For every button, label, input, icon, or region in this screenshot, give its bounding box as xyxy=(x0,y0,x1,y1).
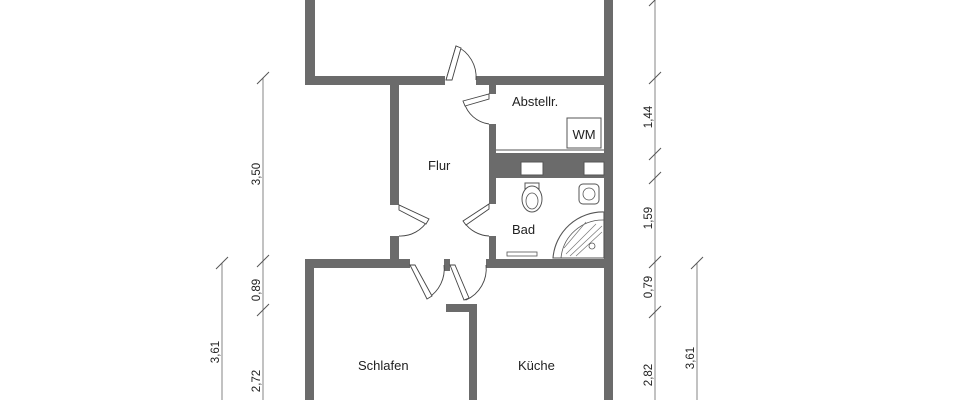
door-kueche-arc xyxy=(451,264,487,301)
wall-bad-left-lower xyxy=(489,236,496,263)
dim-label-left-inner-mid: 0,89 xyxy=(251,279,263,301)
wall-top-right-vertical xyxy=(604,0,613,85)
wall-abstell-left-upper xyxy=(489,82,496,94)
room-label-flur: Flur xyxy=(428,158,451,173)
wall-flur-left-upper xyxy=(390,82,399,205)
wall-top-left-vertical xyxy=(305,0,315,82)
room-label-bad: Bad xyxy=(512,222,535,237)
door-left-leaf xyxy=(398,204,430,225)
washing-machine-icon xyxy=(566,117,602,149)
wall-right-bad xyxy=(604,156,613,264)
door-schlafen-leaf xyxy=(409,264,433,300)
sink-icon xyxy=(578,161,605,205)
door-abstell-leaf xyxy=(462,93,490,107)
door-kueche-leaf xyxy=(449,264,470,301)
dim-label-left-inner-bottom: 2,72 xyxy=(251,370,263,392)
room-labels: Abstellr. Flur Bad Schlafen Küche xyxy=(358,94,558,373)
dimension-lines xyxy=(215,0,704,400)
bad-floor-edge xyxy=(506,251,538,257)
room-label-schlafen: Schlafen xyxy=(358,358,409,373)
dim-label-left-inner-top: 3,50 xyxy=(251,163,263,185)
wall-right-kueche xyxy=(604,262,613,400)
wall-flur-left-lower xyxy=(390,236,399,263)
room-label-abstellraum: Abstellr. xyxy=(512,94,558,109)
doors xyxy=(398,45,490,301)
dim-label-right-outer: 3,61 xyxy=(685,347,697,369)
wall-schlafen-divider-stub xyxy=(444,259,450,271)
dim-label-right-inner-bottom: 2,82 xyxy=(643,364,655,386)
wall-right-abstell xyxy=(604,82,613,156)
dim-label-right-inner-bad: 1,59 xyxy=(643,207,655,229)
wall-schlafen-kueche-divider xyxy=(469,304,477,400)
wall-top-horizontal-left xyxy=(305,76,445,85)
dimension-labels: 3,50 0,89 2,72 3,61 1,44 1,59 0,79 2,82 … xyxy=(210,105,697,392)
door-flur-entrance-leaf xyxy=(445,45,462,81)
toilet-icon xyxy=(520,161,544,213)
wall-abstell-bad-divider xyxy=(489,153,613,160)
room-label-kueche: Küche xyxy=(518,358,555,373)
wall-top-horizontal-right xyxy=(476,76,611,85)
dim-label-right-inner-mid: 0,79 xyxy=(643,276,655,298)
wall-bottom-left xyxy=(305,259,410,268)
wall-schlafen-left xyxy=(305,259,314,400)
wall-step-horizontal xyxy=(446,304,476,312)
wall-abstell-left-lower xyxy=(489,124,496,204)
dim-label-right-inner-abstell: 1,44 xyxy=(643,105,655,128)
wall-bottom-right xyxy=(486,259,613,268)
fixtures: WM xyxy=(506,117,605,259)
door-bad-leaf xyxy=(462,203,490,226)
dim-label-left-outer: 3,61 xyxy=(210,341,222,363)
washing-machine-label: WM xyxy=(572,127,595,142)
walls xyxy=(305,0,613,400)
shower-icon xyxy=(552,211,605,259)
